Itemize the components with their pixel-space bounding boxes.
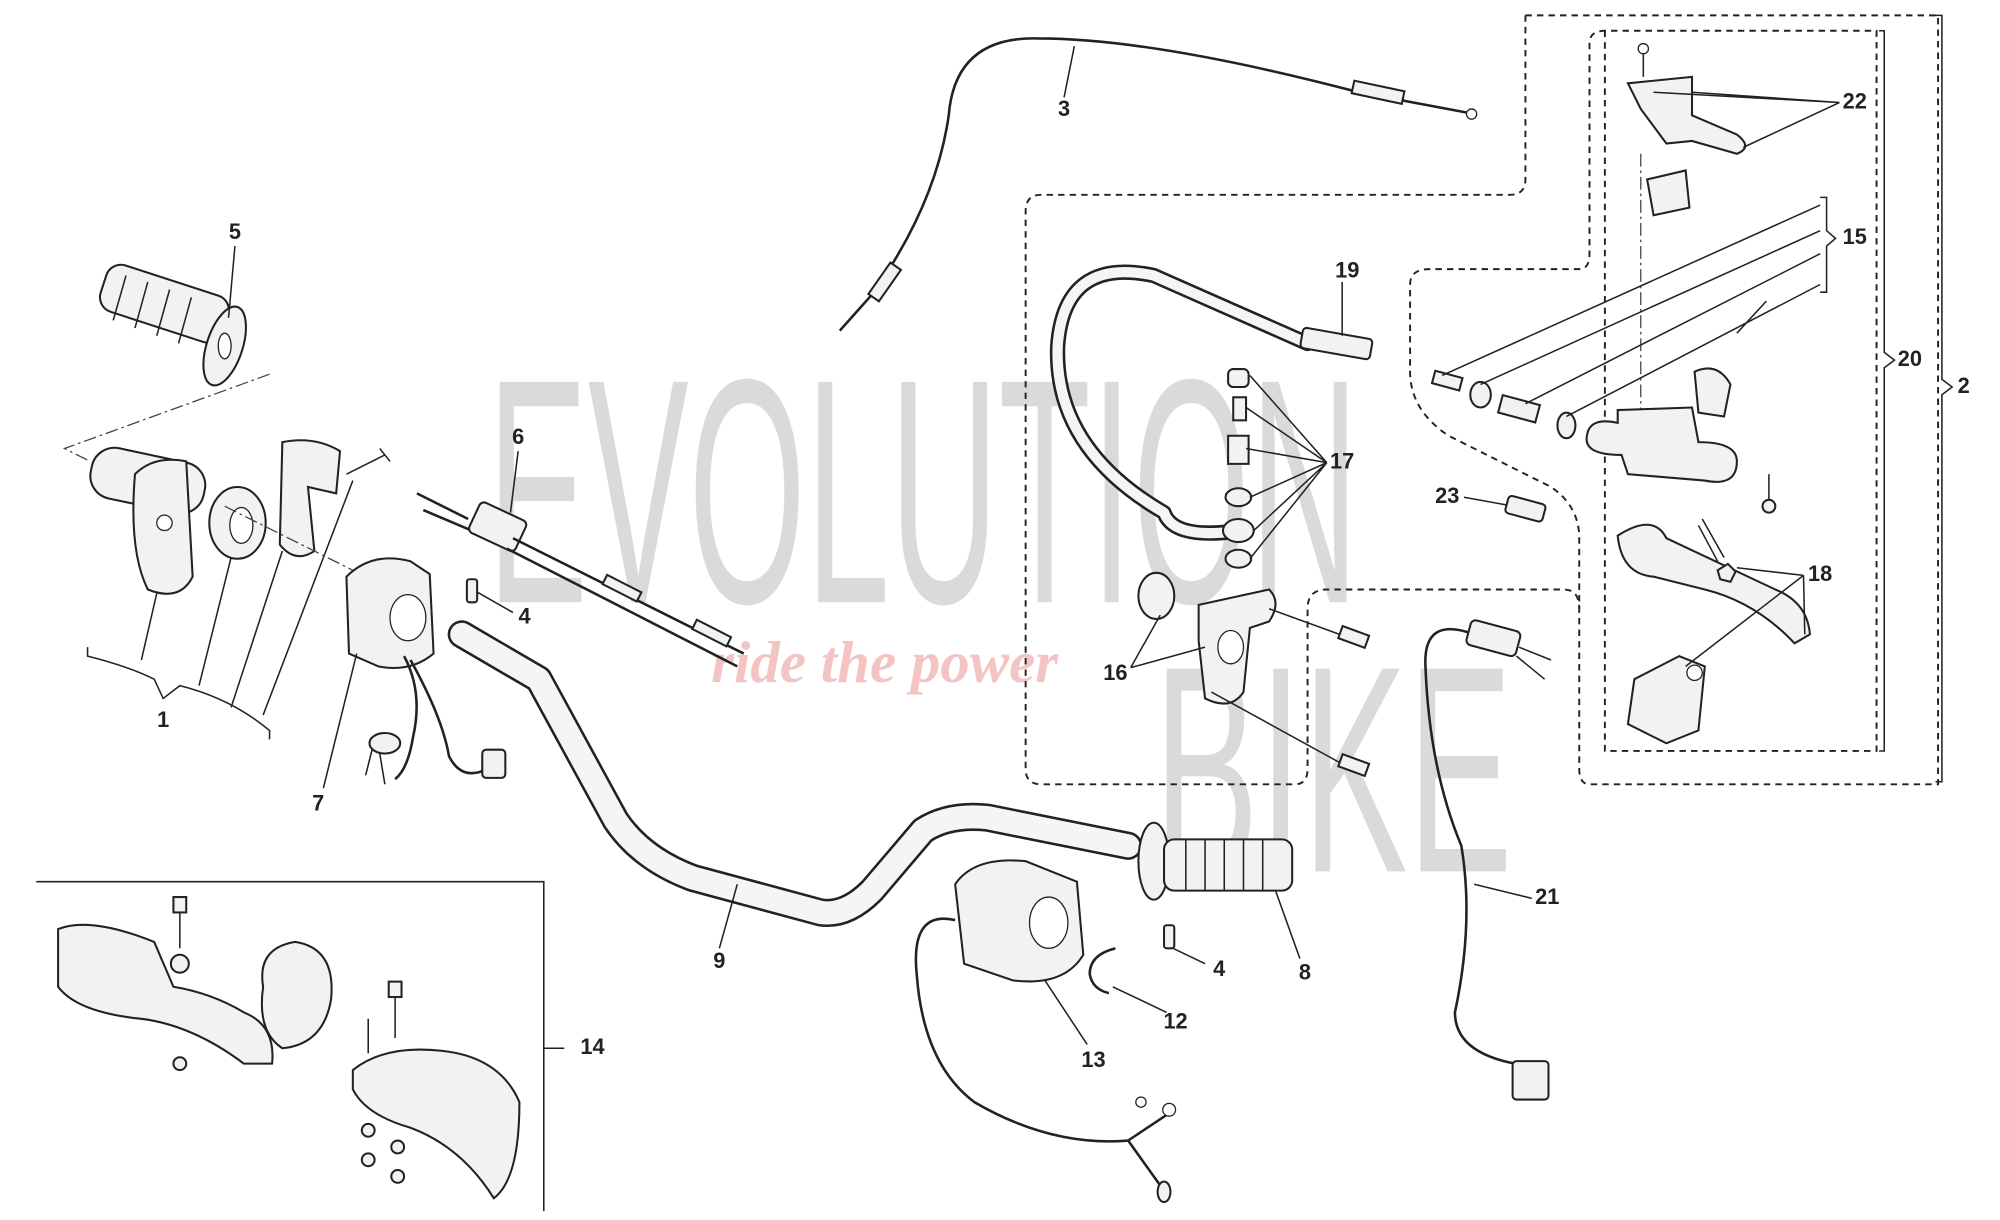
right-switch — [914, 859, 1177, 1204]
right-grip — [1137, 821, 1294, 901]
throttle-assembly — [62, 373, 391, 595]
callout-18: 18 — [1808, 561, 1832, 586]
throttle-cables — [416, 492, 745, 668]
master-cylinder — [1430, 42, 1821, 745]
stop-switch — [1424, 494, 1552, 1101]
choke-cable — [838, 37, 1478, 332]
callout-3: 3 — [1058, 96, 1070, 121]
watermark-tagline: ride the power — [711, 629, 1059, 695]
callout-8: 8 — [1299, 960, 1311, 985]
callout-23: 23 — [1435, 483, 1459, 508]
brake-hose — [1049, 264, 1374, 569]
callout-17: 17 — [1330, 448, 1354, 473]
callout-9: 9 — [713, 948, 725, 973]
callout-21: 21 — [1535, 884, 1559, 909]
callout-2: 2 — [1958, 373, 1970, 398]
callout-22: 22 — [1843, 88, 1867, 113]
left-switch — [345, 557, 507, 785]
callout-4-left: 4 — [519, 603, 531, 628]
caliper-bracket — [1137, 571, 1371, 778]
callout-14: 14 — [580, 1034, 604, 1059]
callout-7: 7 — [312, 791, 324, 816]
handlebar — [447, 620, 1143, 928]
callout-15: 15 — [1843, 224, 1867, 249]
callout-19: 19 — [1335, 257, 1359, 282]
pin-right — [1163, 924, 1176, 950]
leader-lines — [140, 45, 1840, 1045]
left-grip — [98, 263, 247, 387]
pin-left — [465, 578, 479, 604]
callout-5: 5 — [229, 219, 241, 244]
clip — [1088, 947, 1116, 995]
callout-1: 1 — [157, 707, 169, 732]
callout-12: 12 — [1163, 1008, 1187, 1033]
callout-20: 20 — [1898, 346, 1922, 371]
callout-labels: 1 2 3 4 4 5 6 7 8 9 12 13 14 15 16 17 18… — [157, 88, 1970, 1072]
bracket-lines — [86, 14, 1954, 783]
callout-16: 16 — [1103, 660, 1127, 685]
callout-6: 6 — [512, 424, 524, 449]
callout-4-right: 4 — [1213, 956, 1225, 981]
watermark: EVOLUTION BIKE ride the power — [487, 312, 1512, 934]
callout-13: 13 — [1081, 1047, 1105, 1072]
hand-guards — [36, 880, 565, 1212]
group-outlines — [1024, 14, 1940, 786]
